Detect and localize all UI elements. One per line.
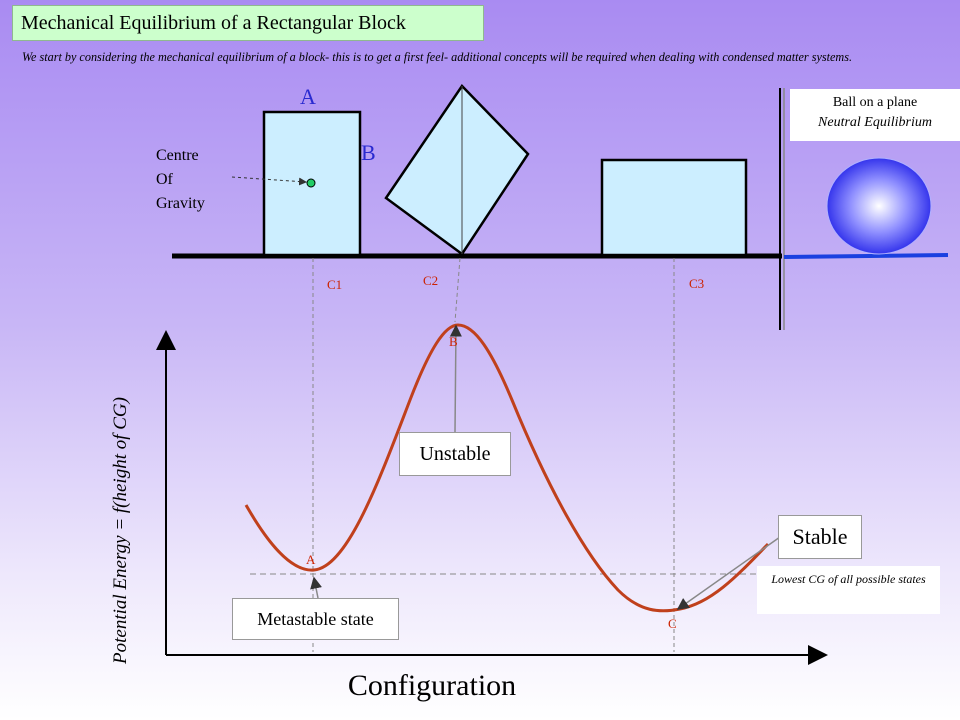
centre-of-gravity-label: Centre Of Gravity bbox=[156, 144, 205, 216]
stable-label: Stable bbox=[778, 515, 862, 559]
curve-point-c: C bbox=[668, 616, 677, 631]
block-label-b: B bbox=[361, 140, 376, 165]
flat-block bbox=[600, 158, 748, 257]
cog-arrow bbox=[231, 176, 307, 186]
cog-line-1: Centre bbox=[156, 147, 199, 164]
intro-text: We start by considering the mechanical e… bbox=[22, 50, 852, 64]
unstable-pointer bbox=[449, 324, 462, 433]
cog-line-3: Gravity bbox=[156, 195, 205, 212]
contact-label-c1: C1 bbox=[327, 277, 342, 292]
tilted-block bbox=[384, 84, 530, 256]
curve-point-b: B bbox=[449, 334, 458, 349]
unstable-label: Unstable bbox=[399, 432, 511, 476]
y-axis-label: Potential Energy = f(height of CG) bbox=[110, 397, 131, 665]
ball-plane bbox=[783, 253, 949, 259]
curve-point-a: A bbox=[306, 552, 316, 567]
contact-label-c2: C2 bbox=[423, 273, 438, 288]
ball-note-line2: Neutral Equilibrium bbox=[818, 115, 932, 130]
cog-dot bbox=[306, 178, 316, 188]
x-axis-label: Configuration bbox=[348, 669, 516, 702]
metastable-pointer bbox=[310, 576, 322, 599]
metastable-label: Metastable state bbox=[232, 598, 399, 640]
lowest-cg-note: Lowest CG of all possible states bbox=[757, 566, 940, 614]
ball-on-plane-note: Ball on a plane Neutral Equilibrium bbox=[790, 89, 960, 141]
block-label-a: A bbox=[300, 84, 316, 109]
projection-c2 bbox=[454, 257, 461, 323]
potential-energy-curve bbox=[244, 323, 770, 613]
contact-label-c3: C3 bbox=[689, 276, 704, 291]
slide-title: Mechanical Equilibrium of a Rectangular … bbox=[12, 5, 484, 41]
ball bbox=[826, 157, 932, 255]
stable-pointer bbox=[676, 536, 781, 610]
ball-note-line1: Ball on a plane bbox=[832, 95, 918, 110]
cog-line-2: Of bbox=[156, 171, 173, 188]
